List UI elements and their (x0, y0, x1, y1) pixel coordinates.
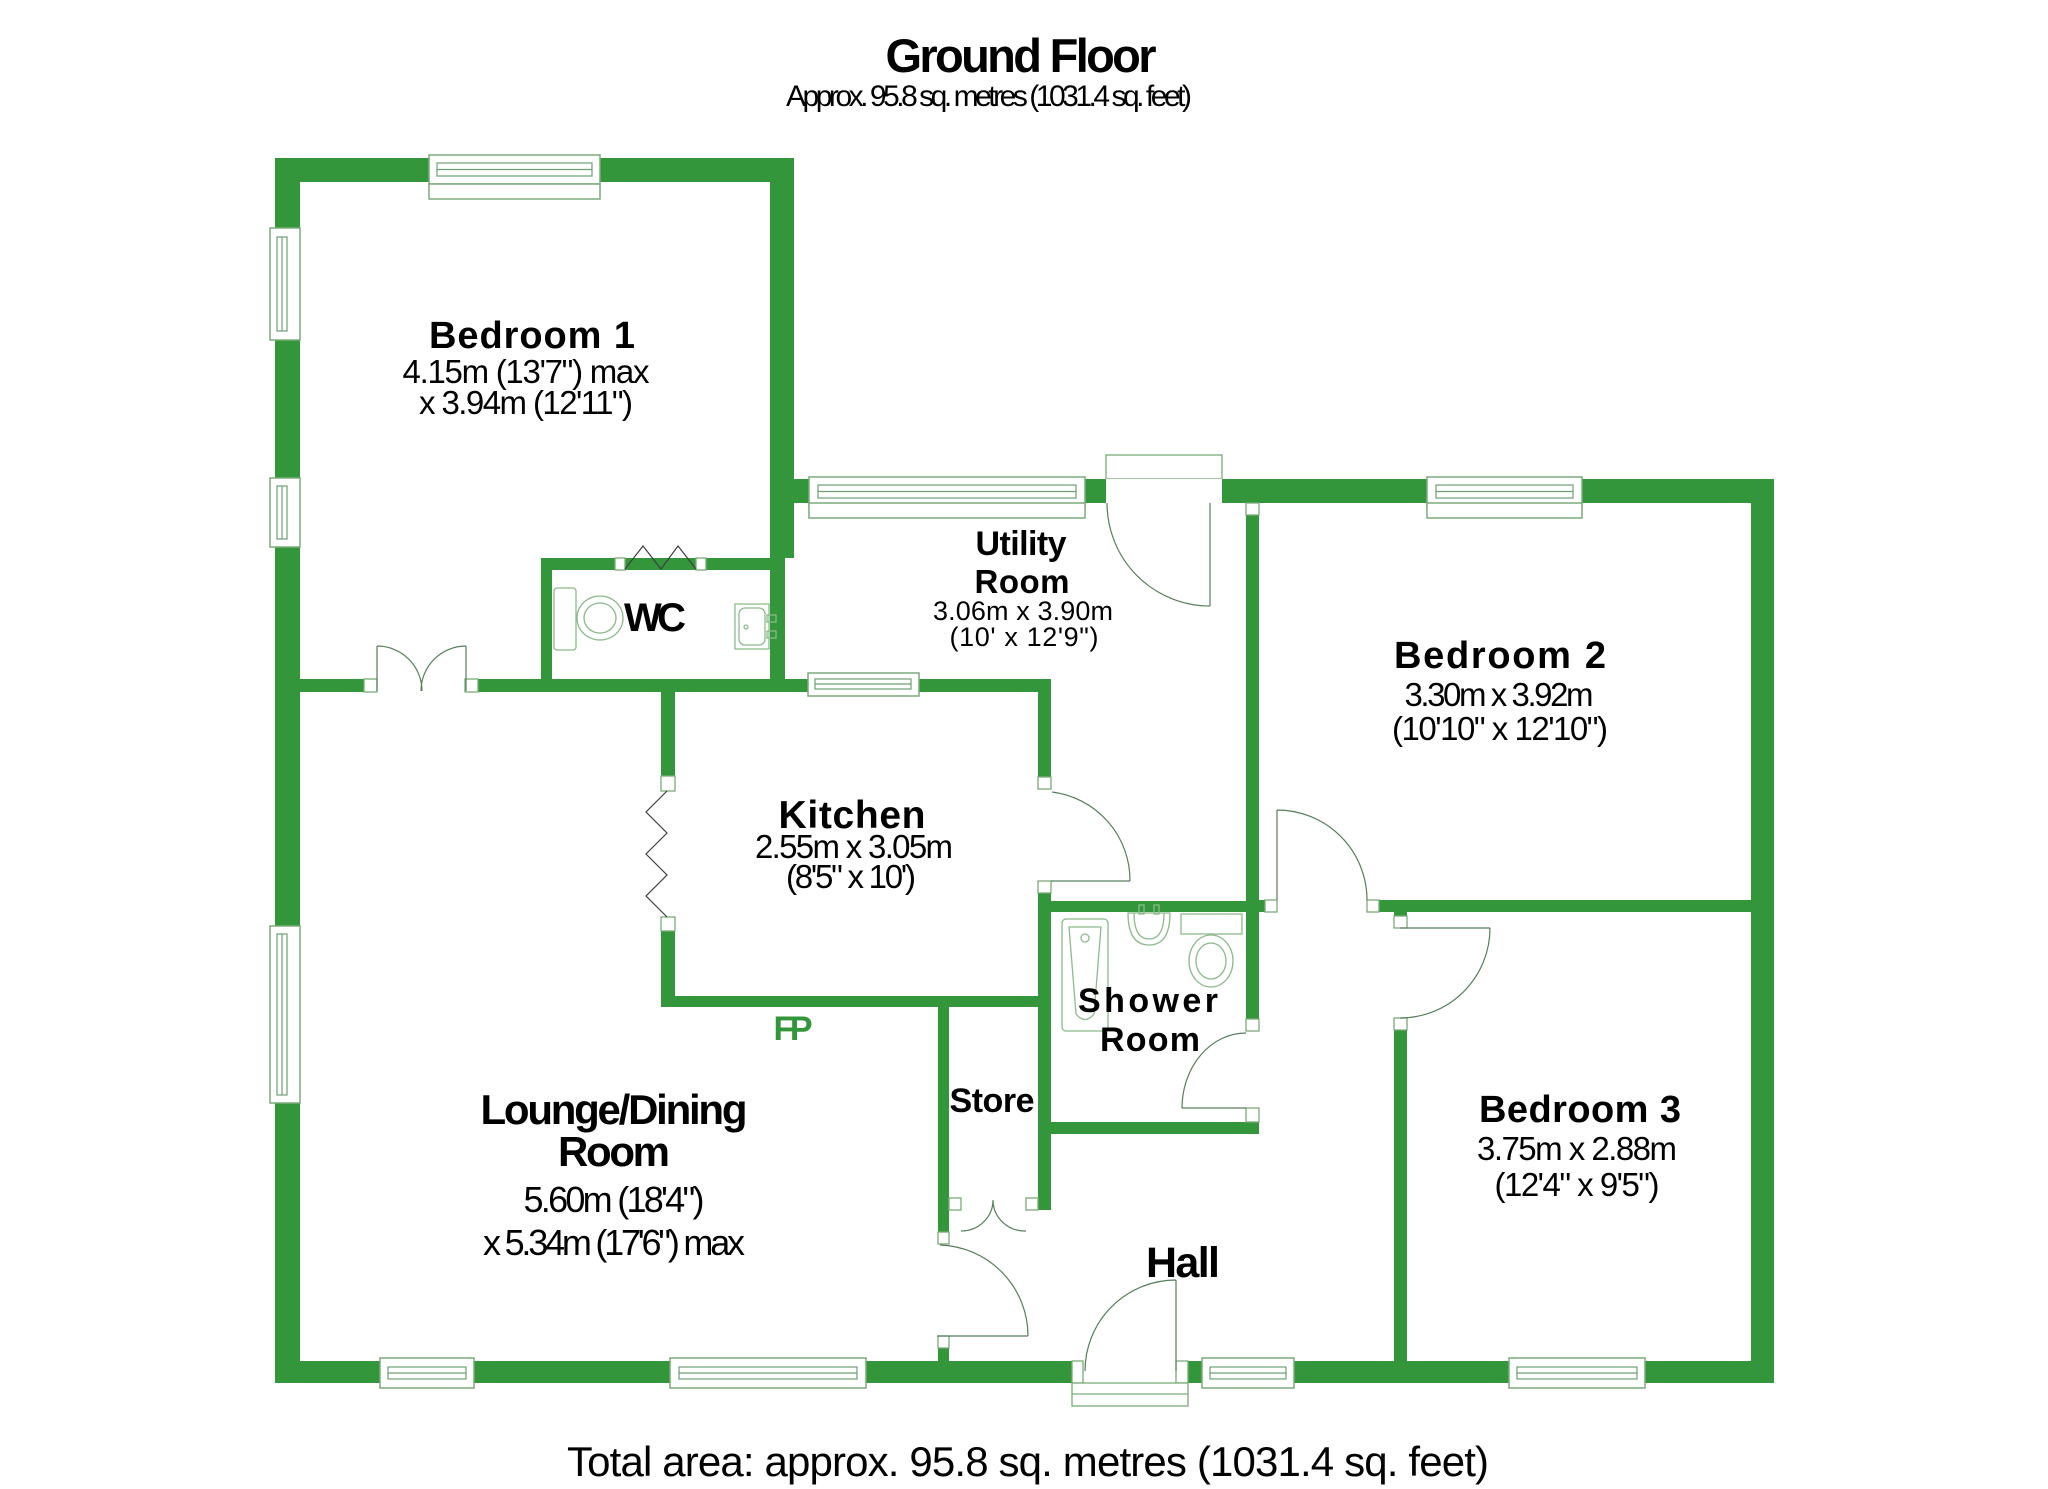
svg-text:Total area: approx. 95.8 sq. m: Total area: approx. 95.8 sq. metres (103… (567, 1438, 1489, 1485)
svg-text:Shower: Shower (1078, 982, 1218, 1020)
svg-text:(10' x 12'9"): (10' x 12'9") (950, 622, 1099, 652)
svg-text:5.60m (18'4"): 5.60m (18'4") (524, 1179, 705, 1220)
svg-text:Utility: Utility (976, 525, 1067, 563)
svg-text:Room: Room (975, 563, 1070, 600)
svg-text:Bedroom 1: Bedroom 1 (429, 315, 635, 357)
svg-text:(12'4" x 9'5"): (12'4" x 9'5") (1495, 1166, 1660, 1203)
svg-text:Room: Room (558, 1128, 670, 1175)
svg-text:(8'5" x 10'): (8'5" x 10') (786, 858, 916, 895)
svg-text:x 3.94m (12'11"): x 3.94m (12'11") (419, 384, 633, 421)
svg-text:4.15m (13'7") max: 4.15m (13'7") max (403, 353, 651, 390)
svg-text:Hall: Hall (1146, 1239, 1220, 1287)
svg-text:3.30m x 3.92m: 3.30m x 3.92m (1405, 676, 1594, 713)
svg-text:(10'10" x 12'10"): (10'10" x 12'10") (1392, 710, 1608, 747)
svg-text:Room: Room (1100, 1021, 1200, 1059)
svg-text:3.75m x 2.88m: 3.75m x 2.88m (1477, 1130, 1677, 1167)
svg-text:x 5.34m (17'6") max: x 5.34m (17'6") max (483, 1222, 745, 1263)
svg-text:Ground Floor: Ground Floor (886, 29, 1157, 82)
svg-text:WC: WC (624, 596, 686, 640)
svg-text:Lounge/Dining: Lounge/Dining (481, 1086, 748, 1133)
svg-text:2.55m x 3.05m: 2.55m x 3.05m (755, 828, 953, 865)
svg-text:Kitchen: Kitchen (779, 794, 926, 837)
svg-text:Bedroom 2: Bedroom 2 (1394, 635, 1606, 677)
svg-text:FP: FP (774, 1010, 813, 1048)
svg-text:Bedroom 3: Bedroom 3 (1479, 1089, 1681, 1131)
svg-text:3.06m x 3.90m: 3.06m x 3.90m (933, 596, 1113, 626)
svg-text:Store: Store (950, 1082, 1035, 1120)
svg-text:Approx. 95.8 sq. metres (1031.: Approx. 95.8 sq. metres (1031.4 sq. feet… (786, 80, 1192, 113)
